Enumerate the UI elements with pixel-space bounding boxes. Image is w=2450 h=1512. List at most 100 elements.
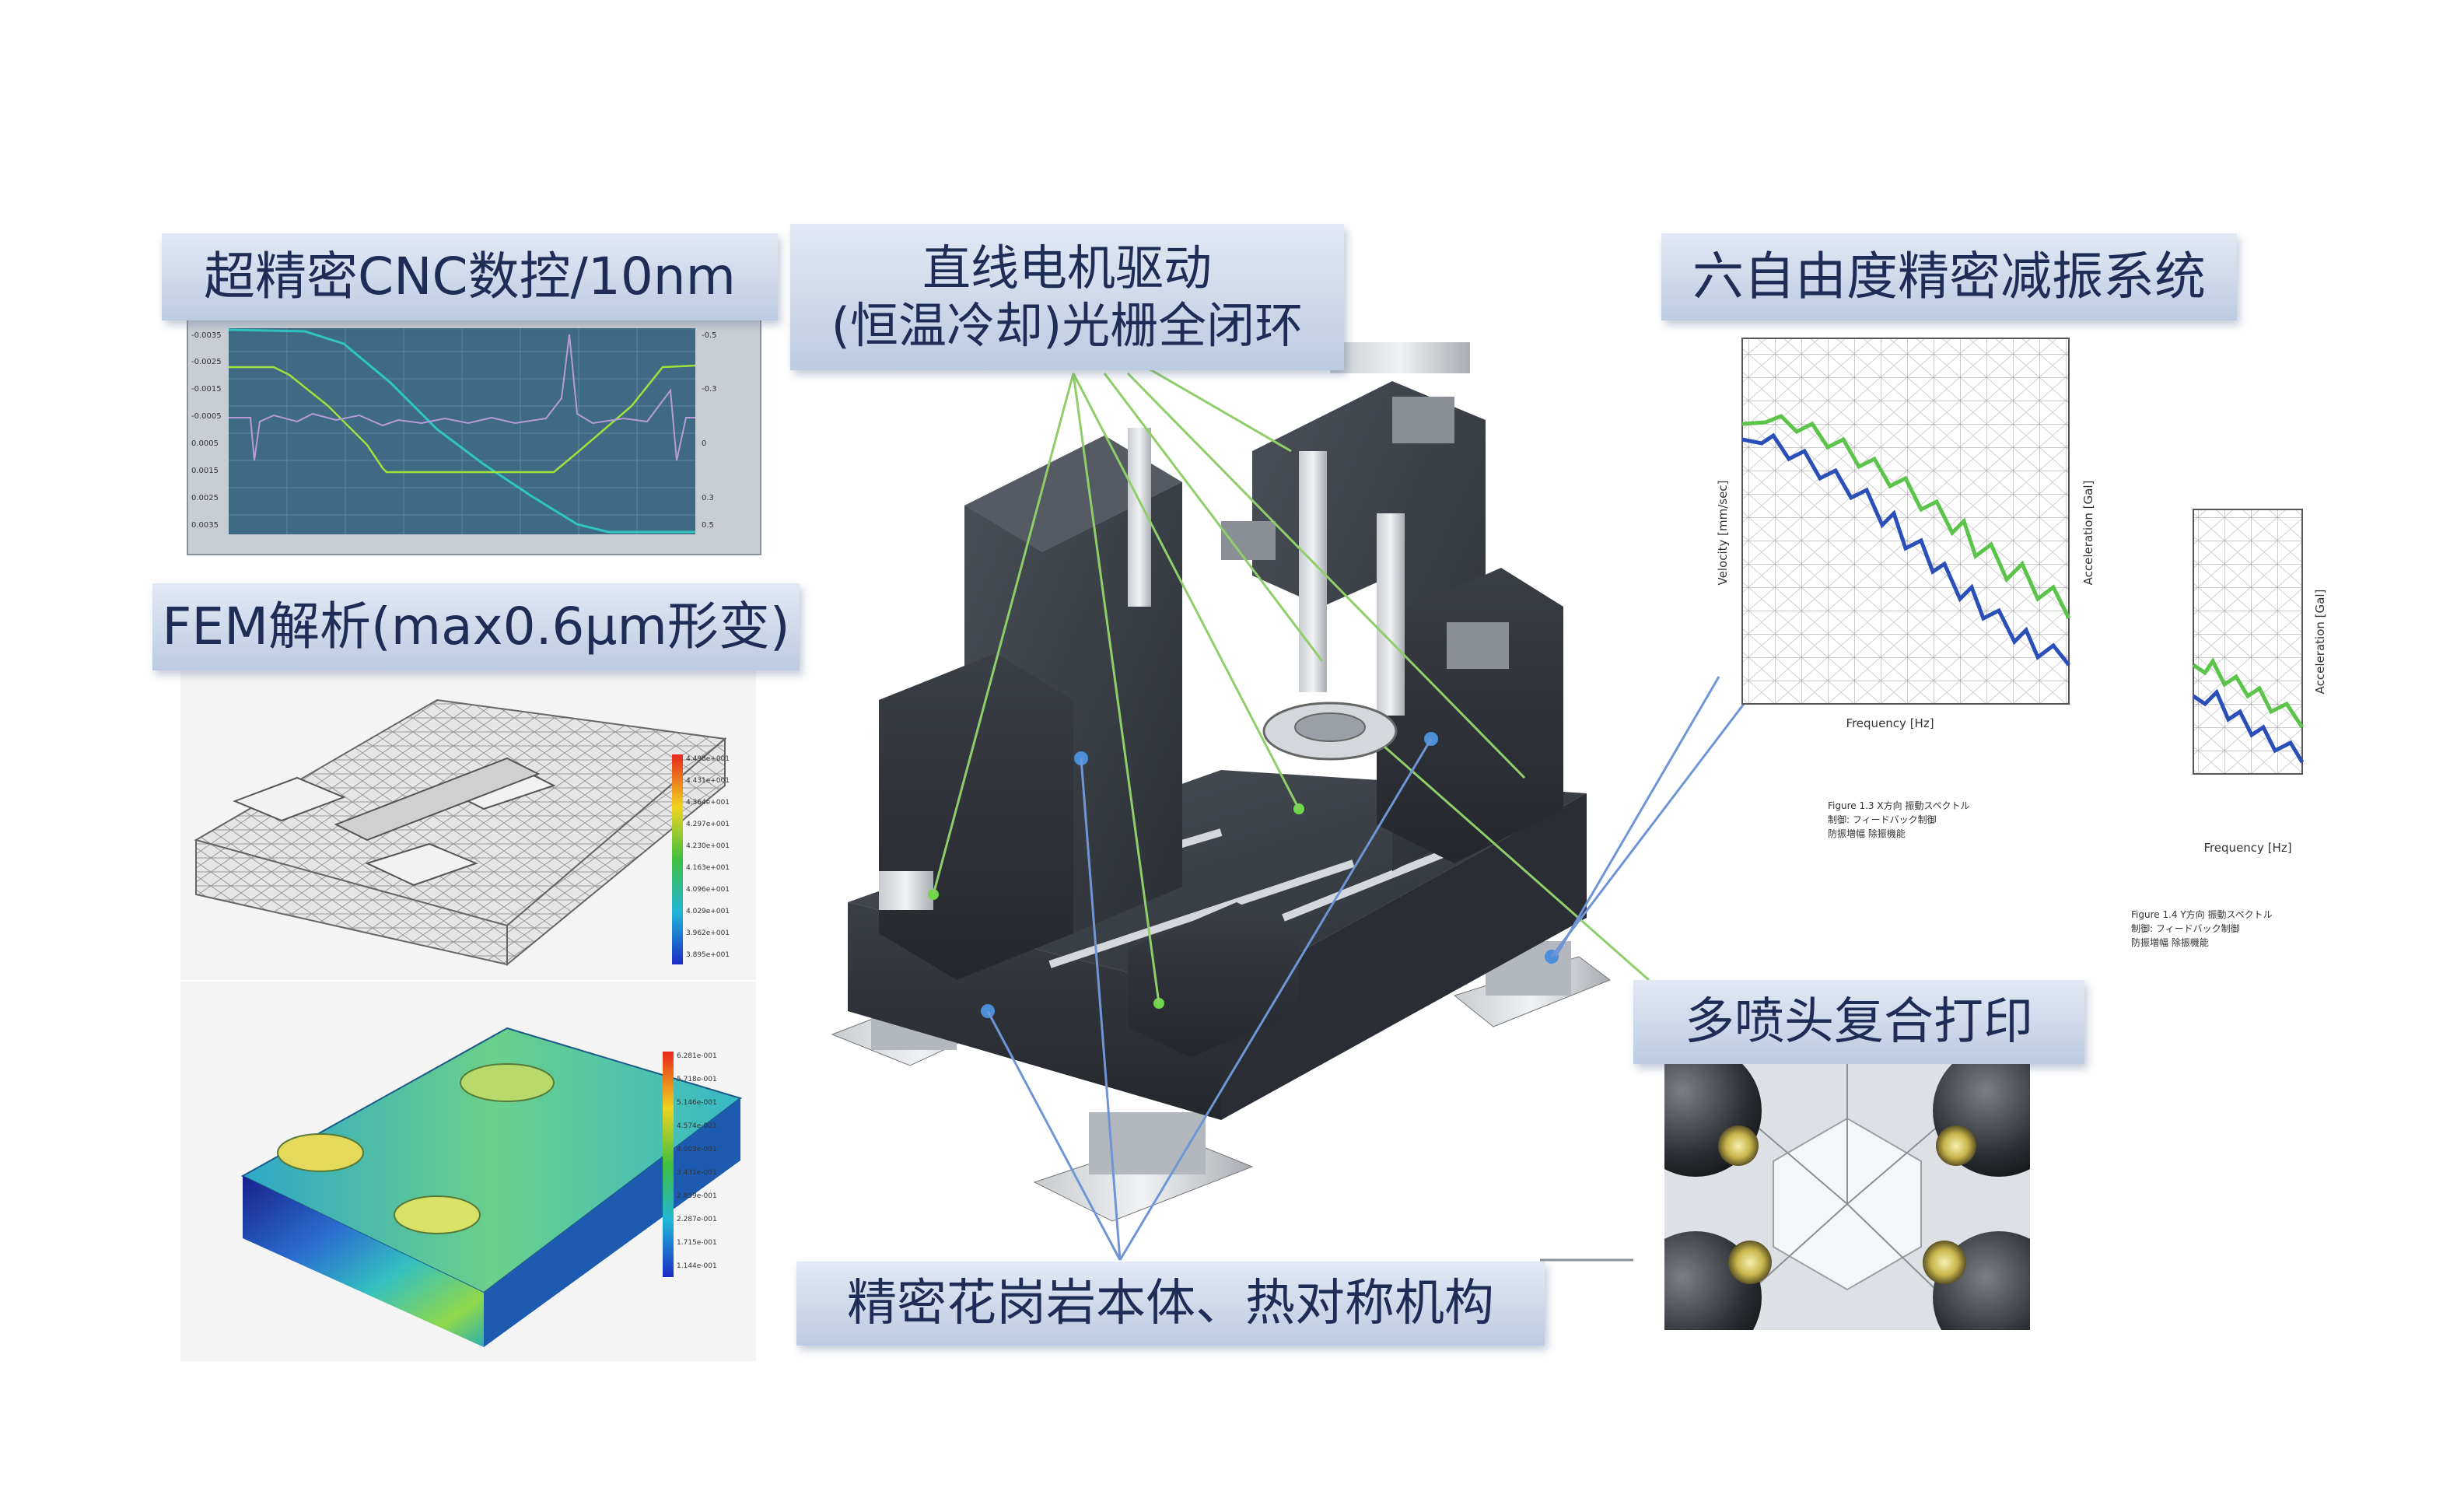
rotary-table-center: [1294, 712, 1366, 742]
svg-text:4.574e-001: 4.574e-001: [677, 1122, 717, 1130]
nozzle-render: [1664, 1064, 2030, 1330]
nozzle-tip-1: [1718, 1125, 1759, 1166]
svg-text:0.0005: 0.0005: [191, 439, 219, 448]
svg-text:0: 0: [702, 439, 706, 448]
svg-text:4.029e+001: 4.029e+001: [686, 908, 730, 915]
vibration-spectrum-chart: Frequency [Hz] Velocity [mm/sec] Acceler…: [1716, 338, 2327, 948]
fem-mesh-block-side: [506, 737, 726, 967]
svg-text:2.287e-001: 2.287e-001: [677, 1216, 717, 1223]
svg-text:4.297e+001: 4.297e+001: [686, 821, 730, 828]
deform-colorbar-ticks: 6.281e-001 5.718e-001 5.146e-001 4.574e-00…: [677, 1052, 717, 1270]
fem-mesh-panel: 4.498e+001 4.431e+001 4.364e+001 4.297e+00…: [180, 669, 756, 980]
svg-text:1.144e-001: 1.144e-001: [677, 1262, 717, 1270]
cnc-label-text: 超精密CNC数控/10nm: [204, 247, 736, 307]
vib-side-plot-area: [2193, 509, 2303, 775]
svg-text:4.096e+001: 4.096e+001: [686, 886, 730, 894]
svg-text:4.003e-001: 4.003e-001: [677, 1146, 717, 1153]
vib-main-y2label: Acceleration [Gal]: [2081, 481, 2095, 586]
deform-block-front: [243, 1176, 484, 1347]
vibration-label: 六自由度精密减振系统: [1661, 233, 2237, 320]
deform-pad-3: [394, 1195, 481, 1234]
fem-mesh-model: 4.498e+001 4.431e+001 4.364e+001 4.297e+00…: [194, 698, 730, 967]
svg-text:0.5: 0.5: [702, 521, 714, 530]
carriage-left: [879, 871, 933, 910]
svg-text:4.364e+001: 4.364e+001: [686, 799, 730, 807]
svg-text:5.718e-001: 5.718e-001: [677, 1076, 717, 1083]
fem-deformation-model: 6.281e-001 5.718e-001 5.146e-001 4.574e-00…: [240, 1027, 743, 1347]
svg-text:0.0035: 0.0035: [191, 521, 219, 530]
vib-side-series-blue: [2192, 688, 2305, 764]
nozzle-render-panel: [1664, 1064, 2030, 1330]
z-axis-right: [1377, 513, 1405, 716]
callout-lines-green: [932, 364, 1650, 1004]
fem-pad-3: [365, 842, 478, 887]
vib-side-ylabel: Acceleration [Gal]: [2313, 590, 2327, 695]
cnc-y2-ticks: -0.5 -0.3 0 0.3 0.5: [702, 331, 717, 530]
vib-main-ylabel: Velocity [mm/sec]: [1716, 481, 1730, 586]
svg-text:1.715e-001: 1.715e-001: [677, 1239, 717, 1247]
deform-colorbar: [663, 1052, 674, 1277]
granite-label: 精密花岗岩本体、热对称机构: [796, 1262, 1545, 1346]
granite-label-text: 精密花岗岩本体、热对称机构: [847, 1274, 1494, 1332]
svg-text:-0.3: -0.3: [702, 385, 717, 394]
granite-base-side: [1221, 793, 1587, 1120]
vib-caption-2: Figure 1.4 Y方向 振動スペクトル: [2131, 908, 2273, 920]
svg-text:2.859e-001: 2.859e-001: [677, 1192, 717, 1200]
cnc-y-ticks: -0.0035-0.0025-0.0015 -0.00050.00050.001…: [191, 331, 222, 530]
vibration-label-text: 六自由度精密减振系统: [1692, 247, 2206, 307]
cnc-trace-velocity: [229, 364, 696, 474]
nozzle-label: 多喷头复合打印: [1633, 980, 2084, 1064]
svg-text:4.431e+001: 4.431e+001: [686, 777, 730, 785]
nozzle-tip-4: [1923, 1241, 1966, 1284]
nozzle-tip-3: [1728, 1241, 1772, 1284]
svg-text:-0.5: -0.5: [702, 331, 717, 340]
cnc-trace-error: [229, 334, 695, 461]
svg-text:-0.0015: -0.0015: [191, 385, 222, 394]
cnc-trace-position: [228, 328, 695, 534]
vib-main-series-green: [1741, 414, 2071, 620]
granite-machine-illustration: [831, 342, 1612, 1222]
vib-caption-1c: 防振増幅 除振機能: [1828, 828, 1906, 839]
svg-text:-0.0005: -0.0005: [191, 412, 222, 421]
vib-main-xlabel: Frequency [Hz]: [1846, 716, 1934, 730]
cnc-label: 超精密CNC数控/10nm: [162, 233, 778, 320]
motor-label-line2: (恒温冷却)光栅全闭环: [831, 297, 1304, 354]
fem-label: FEM解析(max0.6μm形变): [152, 583, 800, 670]
svg-text:0.3: 0.3: [702, 494, 714, 502]
svg-text:4.498e+001: 4.498e+001: [686, 755, 730, 763]
svg-text:-0.0025: -0.0025: [191, 358, 222, 366]
svg-text:4.163e+001: 4.163e+001: [686, 864, 730, 872]
vib-main-plot-area: [1741, 338, 2070, 705]
deform-block-side: [484, 1098, 740, 1347]
motor-label: 直线电机驱动 (恒温冷却)光栅全闭环: [790, 224, 1344, 370]
vib-caption-2b: 制御: フィードバック制御: [2131, 922, 2240, 934]
svg-text:0.0015: 0.0015: [191, 467, 219, 475]
fem-label-text: FEM解析(max0.6μm形变): [162, 597, 790, 657]
fem-colorbar: [672, 754, 683, 964]
vib-caption-1b: 制御: フィードバック制御: [1828, 814, 1937, 825]
vib-side-series-green: [2192, 657, 2305, 729]
granite-block-front: [1128, 902, 1299, 1058]
linear-motor-1: [1392, 397, 1454, 443]
vib-caption-1: Figure 1.3 X方向 振動スペクトル: [1828, 800, 1970, 811]
fem-slot: [334, 757, 541, 842]
svg-text:5.146e-001: 5.146e-001: [677, 1099, 717, 1107]
vib-side-xlabel: Frequency [Hz]: [2203, 841, 2291, 855]
svg-text:0.0025: 0.0025: [191, 494, 219, 502]
nozzle-label-text: 多喷头复合打印: [1685, 992, 2033, 1051]
fem-deformation-panel: 6.281e-001 5.718e-001 5.146e-001 4.574e-00…: [180, 982, 756, 1361]
cnc-plot: -0.0035-0.0025-0.0015 -0.00050.00050.001…: [191, 328, 717, 534]
svg-text:4.230e+001: 4.230e+001: [686, 842, 730, 850]
gantry-beam: [1330, 342, 1470, 373]
cnc-grid: [229, 328, 695, 534]
svg-text:3.431e-001: 3.431e-001: [677, 1169, 717, 1177]
deform-pad-2: [460, 1063, 555, 1102]
svg-text:6.281e-001: 6.281e-001: [677, 1052, 717, 1060]
nozzle-tip-2: [1936, 1125, 1976, 1166]
granite-bridge-right-leg: [1377, 568, 1563, 863]
linear-motor-2: [1447, 622, 1509, 669]
fem-pad-1: [233, 776, 346, 822]
vib-main-series-blue: [1741, 432, 2070, 667]
